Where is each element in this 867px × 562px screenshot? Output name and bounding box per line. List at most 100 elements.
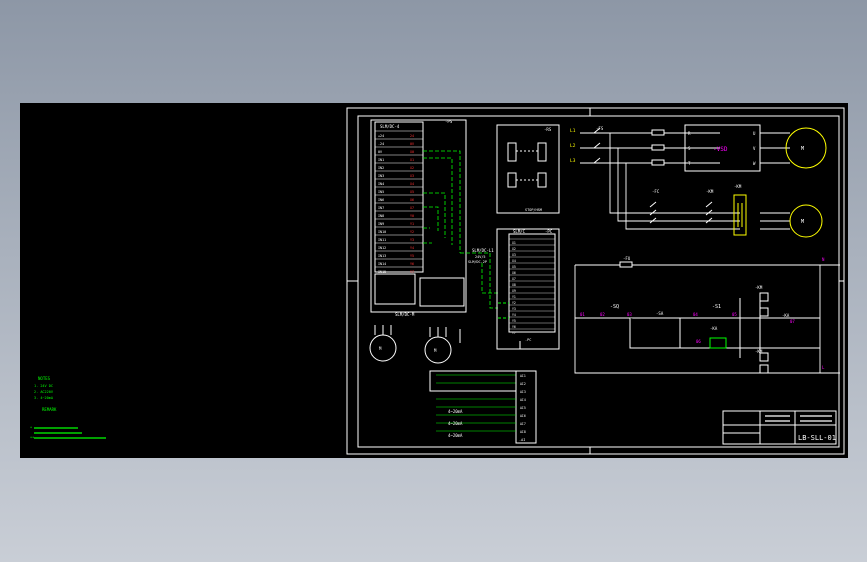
io-cell: X6 <box>512 271 516 275</box>
drawing-number: LB-SLL-01 <box>798 434 836 442</box>
io-cell: Y2 <box>512 301 516 305</box>
line-label: L2 <box>570 143 576 149</box>
analog-module-tag: -AI <box>519 438 525 442</box>
analog-label: 4~20mA <box>448 433 463 438</box>
vsd-label: -VSD <box>713 146 728 153</box>
vsd-input: R <box>688 131 691 136</box>
plc-io-label: IN12 <box>378 246 386 250</box>
note-footer: ** <box>30 436 34 440</box>
ctrl-label: -KA <box>782 313 790 318</box>
io-table <box>508 233 556 333</box>
analog-input: AI6 <box>520 414 526 418</box>
io-module: SLM/C -PC -PC X1X2X3X4X5X6X7X8X9Y1Y2Y3Y4… <box>496 228 560 350</box>
analog-left-box <box>429 370 517 392</box>
analog-input: AI1 <box>520 374 526 378</box>
analog-module-outline <box>515 370 537 444</box>
power-circuit <box>574 132 840 374</box>
plc-io-code: X5 <box>410 190 414 194</box>
notes-sub: REMARK <box>42 407 57 412</box>
io-cell: X4 <box>512 259 516 263</box>
io-outline <box>496 228 560 350</box>
power-module-label: SLM/DC-L1 <box>472 248 494 253</box>
io-cell: Y7 <box>512 331 516 335</box>
note-line: 2. AC220V <box>34 390 54 394</box>
line-labels: L1 L2 L3 -FS <box>570 126 604 164</box>
wire-num: 06 <box>696 339 701 344</box>
analog-input: AI5 <box>520 406 526 410</box>
io-cell: X7 <box>512 277 516 281</box>
analog-input: AI8 <box>520 430 526 434</box>
fuse <box>651 159 665 166</box>
plc-io-label: IN11 <box>378 238 386 242</box>
main-motors: M M <box>785 127 827 238</box>
vsd-output: V <box>753 146 756 151</box>
io-module-tag: -PC <box>545 229 553 234</box>
plc-io-code: X4 <box>410 182 414 186</box>
motor-symbol <box>789 204 823 238</box>
wire-num: 01 <box>580 312 585 317</box>
plc-title: SLM/DC-4 <box>380 124 400 129</box>
io-cell: Y6 <box>512 325 516 329</box>
plc-io-label: IN10 <box>378 230 386 234</box>
motor-symbol <box>424 336 452 364</box>
vsd-outline <box>684 124 761 172</box>
overload-relay <box>733 194 747 236</box>
io-cell: Y4 <box>512 313 516 317</box>
wire-num: 03 <box>627 312 632 317</box>
ctrl-fuse <box>619 261 633 268</box>
ctrl-label: -S1 <box>712 304 721 310</box>
plc-io-label: IN3 <box>378 174 384 178</box>
plc-io-label: -24 <box>378 142 384 146</box>
plc-io-code: X2 <box>410 166 414 170</box>
plc-io-label: IN1 <box>378 158 384 162</box>
motor-symbol <box>785 127 827 169</box>
breaker-label: -FC <box>652 189 660 194</box>
io-cell: Y3 <box>512 307 516 311</box>
fuse <box>651 144 665 151</box>
analog-input: AI7 <box>520 422 526 426</box>
plc-power-box <box>419 277 465 307</box>
analog-input: AI3 <box>520 390 526 394</box>
plc-io-label: IN14 <box>378 262 386 266</box>
motor-symbol <box>369 334 397 362</box>
contactor-label: -KM <box>706 189 714 194</box>
plc-tag: -PS <box>445 119 453 124</box>
ctrl-mark: N <box>822 257 825 262</box>
fuses <box>651 129 665 166</box>
plc-io-label: IN5 <box>378 190 384 194</box>
plc-io-code: X1 <box>410 158 414 162</box>
wire-num: 07 <box>790 319 795 324</box>
plc-io-label: IN7 <box>378 206 384 210</box>
ctrl-label: -KM <box>755 285 763 290</box>
notes: NOTES 1. 24V DC 2. AC220V 3. 4~20mA REMA… <box>30 376 106 440</box>
analog-label: 4~20mA <box>448 421 463 426</box>
plc-io-label: IN2 <box>378 166 384 170</box>
control-circuit: -FU -SQ -SA -S1 -KA -KM -KA -KM 01 02 03… <box>575 256 825 374</box>
hmi-label: SLM/DC-M <box>395 312 415 317</box>
io-cell: X9 <box>512 289 516 293</box>
plc-io-code: 0V <box>410 142 414 146</box>
io-cell: X1 <box>512 241 516 245</box>
io-cell: X3 <box>512 253 516 257</box>
notes-title: NOTES <box>38 376 51 381</box>
io-module-title: SLM/C <box>513 229 526 234</box>
analog-input: AI2 <box>520 382 526 386</box>
plc-io-code: Y6 <box>410 262 414 266</box>
relay-box-bottom: STOP/HSM <box>525 208 542 212</box>
coil <box>759 352 769 362</box>
motor-label: M <box>379 346 382 351</box>
vsd-input: T <box>688 161 691 166</box>
plc-io-code: Y4 <box>410 246 414 250</box>
plc-io-label: IN4 <box>378 182 384 186</box>
plc-io-code: Y5 <box>410 254 414 258</box>
vsd-block: -VSD R S T U V W <box>684 124 761 172</box>
plc-terminal-block <box>374 121 424 273</box>
ctrl-label: -SQ <box>610 304 619 310</box>
plc-io-label: IN15 <box>378 270 386 274</box>
coil <box>759 364 769 374</box>
plc-io-label: +24 <box>378 134 384 138</box>
title-block-outline <box>722 410 837 445</box>
